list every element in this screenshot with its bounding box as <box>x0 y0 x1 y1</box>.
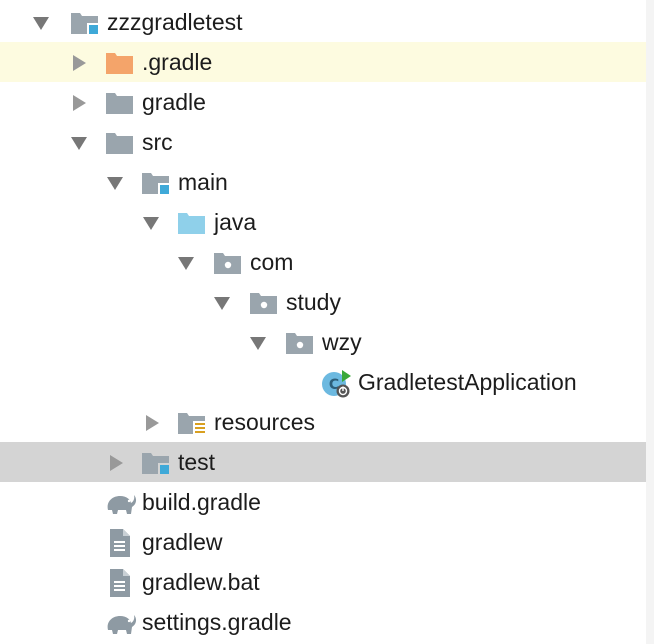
expand-arrow-icon[interactable] <box>249 334 267 352</box>
tree-row-root[interactable]: zzzgradletest <box>0 2 646 42</box>
package-icon <box>285 330 315 356</box>
expand-arrow-icon[interactable] <box>70 134 88 152</box>
spring-boot-class-icon: C <box>320 368 354 398</box>
tree-row-main[interactable]: main <box>0 162 646 202</box>
tree-label: gradle <box>142 89 206 115</box>
vertical-scrollbar[interactable] <box>646 0 654 644</box>
tree-label: build.gradle <box>142 489 261 515</box>
excluded-folder-icon <box>105 50 135 76</box>
package-icon <box>249 290 279 316</box>
tree-label: resources <box>214 409 315 435</box>
collapse-arrow-icon[interactable] <box>107 454 125 472</box>
tree-label: src <box>142 129 173 155</box>
expand-arrow-icon[interactable] <box>32 14 50 32</box>
text-file-icon <box>108 568 132 598</box>
source-folder-icon <box>177 210 207 236</box>
tree-row-gradlew-bat[interactable]: gradlew.bat <box>0 562 646 602</box>
expand-arrow-icon[interactable] <box>213 294 231 312</box>
tree-label: zzzgradletest <box>107 9 243 35</box>
tree-row-test[interactable]: test <box>0 442 646 482</box>
tree-label: study <box>286 289 341 315</box>
tree-row-gradlew[interactable]: gradlew <box>0 522 646 562</box>
tree-label: java <box>214 209 257 235</box>
tree-row-resources[interactable]: resources <box>0 402 646 442</box>
module-folder-icon <box>141 170 171 196</box>
collapse-arrow-icon[interactable] <box>70 54 88 72</box>
module-folder-icon <box>141 450 171 476</box>
tree-label: wzy <box>322 329 362 355</box>
expand-arrow-icon[interactable] <box>142 214 160 232</box>
tree-row-wzy[interactable]: wzy <box>0 322 646 362</box>
resources-folder-icon <box>177 410 207 436</box>
folder-icon <box>105 90 135 116</box>
tree-row-java[interactable]: java <box>0 202 646 242</box>
tree-row-src[interactable]: src <box>0 122 646 162</box>
expand-arrow-icon[interactable] <box>177 254 195 272</box>
tree-row-dot-gradle[interactable]: .gradle <box>0 42 646 82</box>
tree-label: gradlew <box>142 529 223 555</box>
tree-row-settings-gradle[interactable]: settings.gradle <box>0 602 646 642</box>
tree-row-gradletest-application[interactable]: C GradletestApplication <box>0 362 646 402</box>
tree-row-com[interactable]: com <box>0 242 646 282</box>
tree-label: test <box>178 449 216 475</box>
collapse-arrow-icon[interactable] <box>143 414 161 432</box>
tree-row-gradle[interactable]: gradle <box>0 82 646 122</box>
tree-label: gradlew.bat <box>142 569 260 595</box>
text-file-icon <box>108 528 132 558</box>
tree-label: GradletestApplication <box>358 369 577 395</box>
tree-label: settings.gradle <box>142 609 292 635</box>
tree-label: com <box>250 249 294 275</box>
tree-row-study[interactable]: study <box>0 282 646 322</box>
tree-label: main <box>178 169 228 195</box>
tree-row-build-gradle[interactable]: build.gradle <box>0 482 646 522</box>
folder-icon <box>105 130 135 156</box>
gradle-elephant-icon <box>104 490 138 516</box>
tree-label: .gradle <box>142 49 213 75</box>
package-icon <box>213 250 243 276</box>
expand-arrow-icon[interactable] <box>106 174 124 192</box>
svg-text:C: C <box>329 377 339 393</box>
module-folder-icon <box>70 10 100 36</box>
gradle-elephant-icon <box>104 610 138 636</box>
collapse-arrow-icon[interactable] <box>70 94 88 112</box>
